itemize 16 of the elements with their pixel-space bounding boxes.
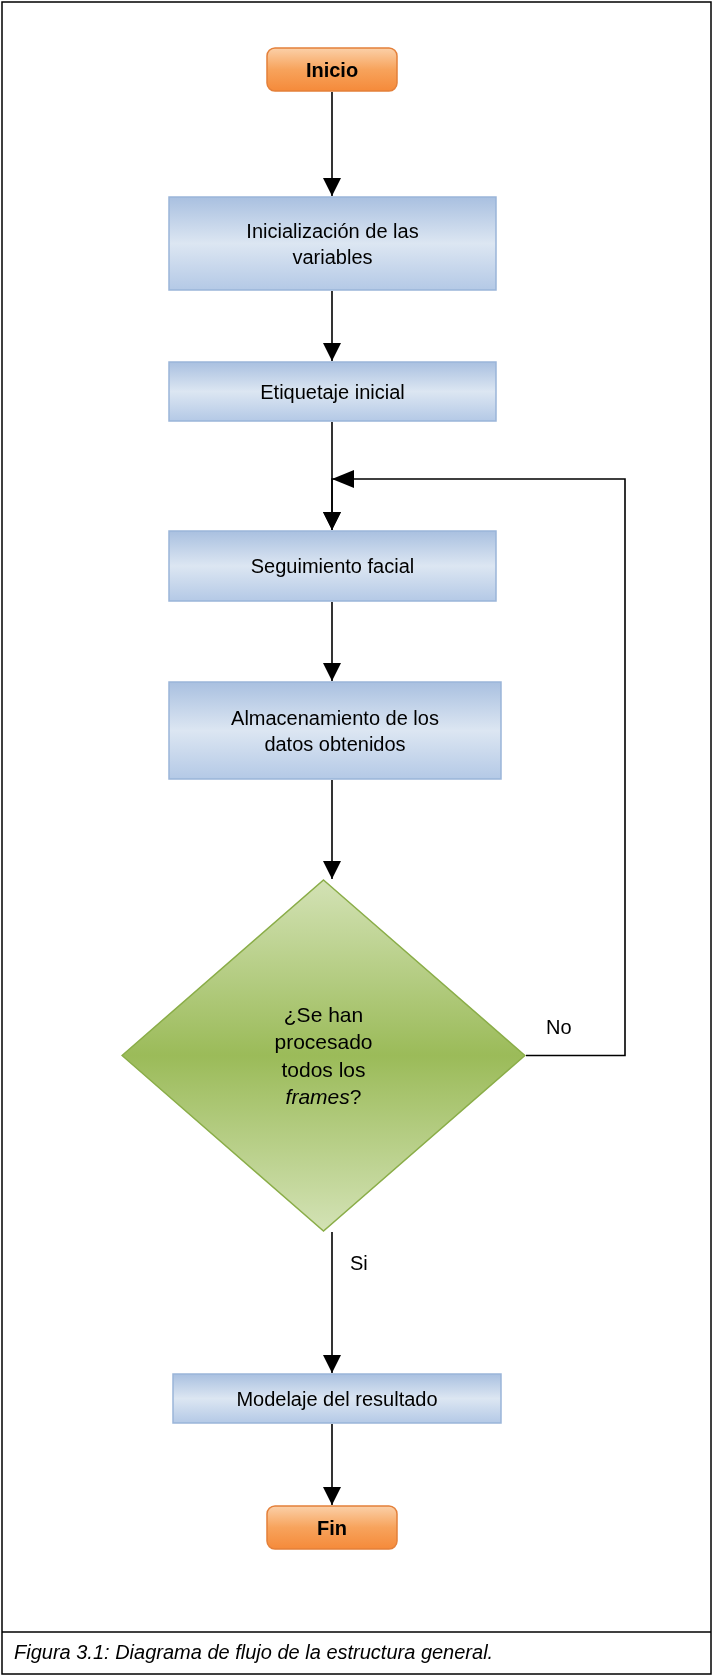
arrow	[323, 601, 341, 682]
arrow	[323, 1231, 341, 1374]
arrow	[323, 290, 341, 362]
node-label: Modelaje del resultado	[236, 1386, 438, 1412]
figure-caption: Figura 3.1: Diagrama de flujo de la estructura general.	[14, 1641, 494, 1664]
arrow	[323, 91, 341, 197]
node-label: Inicio	[305, 57, 359, 83]
node-label: Seguimiento facial	[250, 554, 415, 579]
node-label: Etiquetaje inicial	[260, 379, 405, 405]
node-label: Almacenamiento de los datos obtenidos	[230, 705, 440, 757]
node-label: ¿Se han procesado todos los frames?	[273, 1001, 374, 1110]
node-label: Fin	[317, 1515, 347, 1541]
arrow	[323, 470, 626, 1057]
arrow	[323, 779, 341, 880]
node-label: Inicialización de las variables	[245, 218, 420, 270]
arrow	[323, 1423, 341, 1506]
